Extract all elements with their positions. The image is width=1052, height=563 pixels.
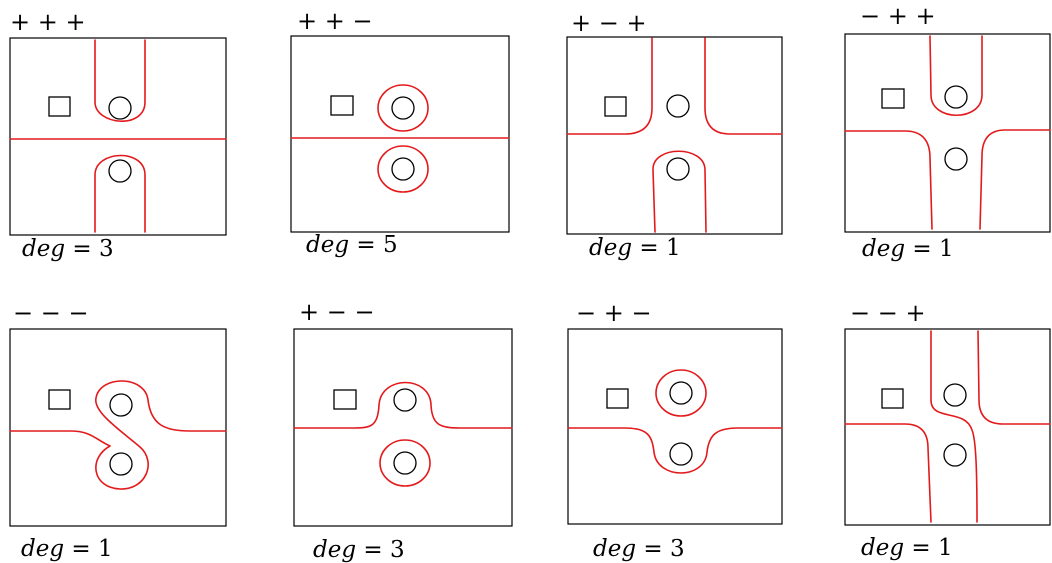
degree-label: deg = 3 bbox=[22, 236, 114, 262]
red-curve bbox=[929, 35, 983, 116]
circle-marker bbox=[109, 452, 133, 476]
square-marker bbox=[48, 389, 71, 410]
red-curve bbox=[567, 427, 783, 474]
circle-marker bbox=[108, 96, 132, 120]
panel-3: + − + deg = 1 bbox=[566, 9, 783, 261]
panel-7: − + − deg = 3 bbox=[567, 299, 783, 562]
square-marker bbox=[881, 88, 905, 109]
sign-label: − + + bbox=[860, 2, 936, 30]
red-curve bbox=[566, 37, 653, 135]
sign-label: − − − bbox=[13, 299, 89, 327]
sign-label: + − − bbox=[299, 298, 375, 326]
circle-marker bbox=[943, 443, 967, 467]
panel-frame bbox=[567, 328, 783, 525]
circle-marker bbox=[943, 383, 967, 407]
panel-5: − − − deg = 1 bbox=[9, 299, 227, 562]
sign-label: + + + bbox=[10, 8, 86, 36]
red-loop bbox=[377, 84, 429, 132]
red-curve bbox=[977, 330, 1051, 425]
circle-marker bbox=[393, 388, 417, 412]
panel-frame bbox=[844, 33, 1051, 233]
red-curve bbox=[9, 380, 227, 490]
square-marker bbox=[606, 388, 629, 409]
red-curve bbox=[979, 129, 1051, 230]
red-loop bbox=[377, 145, 429, 193]
panel-8: − − + deg = 1 bbox=[844, 299, 1051, 561]
circle-marker bbox=[109, 393, 133, 417]
red-curve bbox=[94, 154, 146, 233]
panel-4: − + + deg = 1 bbox=[844, 2, 1051, 262]
sign-label: + + − bbox=[297, 7, 373, 35]
red-loop bbox=[379, 439, 431, 487]
panel-1: + + + deg = 3 bbox=[9, 8, 227, 262]
square-marker bbox=[333, 389, 357, 410]
circle-marker bbox=[944, 147, 968, 171]
red-curve bbox=[94, 39, 146, 122]
panel-frame bbox=[9, 328, 227, 527]
degree-label: deg = 1 bbox=[21, 536, 113, 562]
degree-label: deg = 1 bbox=[589, 235, 681, 261]
circle-marker bbox=[391, 157, 415, 181]
red-curve bbox=[844, 423, 932, 523]
degree-label: deg = 1 bbox=[862, 236, 954, 262]
circle-marker bbox=[666, 94, 690, 118]
panel-frame bbox=[844, 328, 1051, 526]
sign-label: + − + bbox=[571, 9, 647, 37]
degree-label: deg = 1 bbox=[861, 535, 953, 561]
circle-marker bbox=[669, 442, 693, 466]
panel-6: + − − deg = 3 bbox=[293, 298, 513, 563]
red-curve bbox=[930, 330, 978, 523]
panel-2: + + − deg = 5 bbox=[290, 7, 510, 258]
red-loop bbox=[655, 369, 707, 417]
panel-frame bbox=[9, 37, 227, 236]
red-curve bbox=[652, 150, 707, 233]
circle-marker bbox=[391, 96, 415, 120]
degree-label: deg = 3 bbox=[593, 536, 685, 562]
degree-label: deg = 3 bbox=[313, 537, 405, 563]
red-curve bbox=[704, 37, 783, 135]
red-curve bbox=[293, 381, 513, 429]
red-curve bbox=[844, 130, 933, 230]
square-marker bbox=[48, 96, 71, 117]
circle-marker bbox=[944, 85, 968, 109]
sign-label: − + − bbox=[576, 299, 652, 327]
square-marker bbox=[604, 96, 627, 117]
circle-marker bbox=[669, 381, 693, 405]
square-marker bbox=[881, 388, 904, 409]
degree-label: deg = 5 bbox=[306, 232, 398, 258]
circle-marker bbox=[393, 451, 417, 475]
circle-marker bbox=[108, 159, 132, 183]
square-marker bbox=[330, 95, 354, 116]
panel-frame bbox=[290, 35, 510, 233]
panel-frame bbox=[566, 36, 783, 235]
sign-label: − − + bbox=[850, 299, 926, 327]
circle-marker bbox=[666, 157, 690, 181]
